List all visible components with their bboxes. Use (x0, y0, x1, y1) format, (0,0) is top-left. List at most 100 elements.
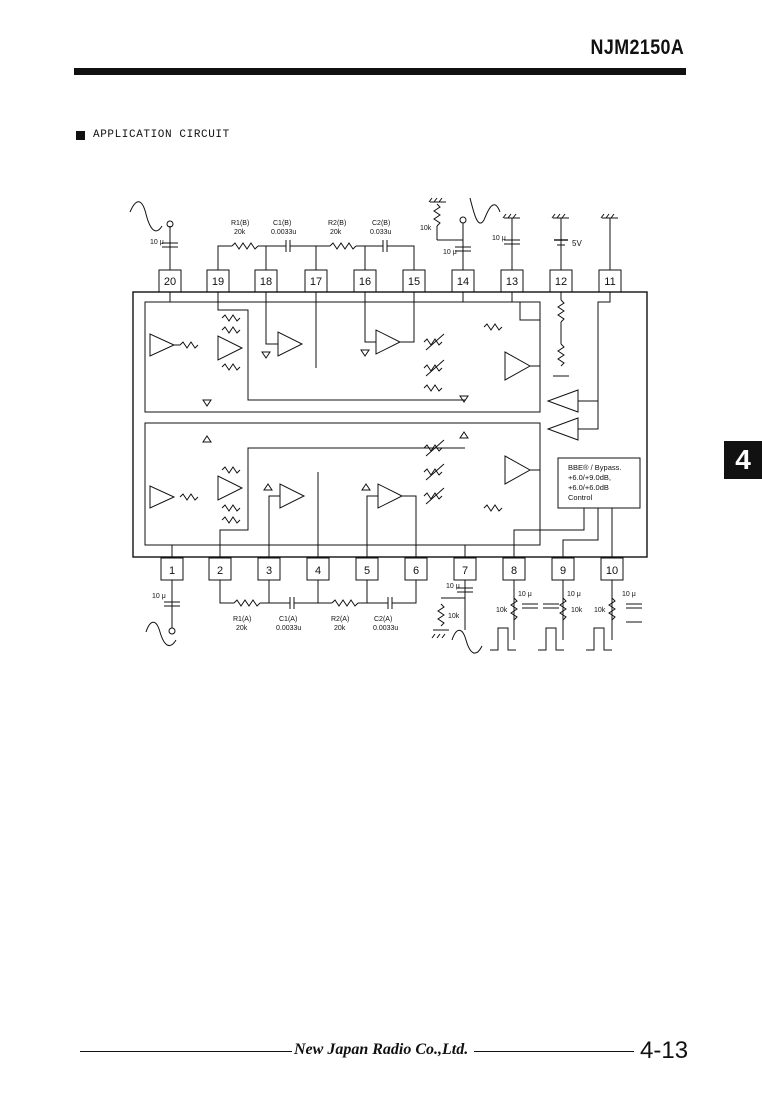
chapter-tab: 4 (724, 441, 762, 479)
input-sine-icon (145, 621, 177, 647)
pin-label: 19 (212, 276, 224, 288)
cap20-label: 10 μ (150, 239, 164, 246)
pin-label: 9 (560, 565, 566, 577)
ground-icon (360, 349, 370, 357)
c2b-label: C2(B) (372, 220, 390, 227)
pot14-resistor (433, 203, 441, 227)
pin-label: 10 (606, 565, 618, 577)
mixer-amp-a (217, 475, 244, 501)
channel-a-internals (145, 431, 541, 558)
r9-label: 10k (571, 607, 583, 614)
pin-label: 11 (604, 276, 615, 288)
cap14-label: 10 μ (443, 249, 457, 256)
channel-b-internals (145, 292, 611, 441)
filter-amp-a1 (279, 483, 306, 509)
supply-label: 5V (572, 239, 582, 248)
bias-resistor (557, 299, 565, 323)
pin-label: 18 (260, 276, 272, 288)
page-number: 4-13 (640, 1037, 689, 1064)
pin-label: 13 (506, 276, 518, 288)
header-rule (74, 68, 686, 75)
r2a-value: 20k (334, 625, 346, 632)
pin-label: 15 (408, 276, 420, 288)
section-heading: APPLICATION CIRCUIT (76, 129, 230, 141)
c1b-value: 0.0033u (271, 229, 296, 236)
output-sine-icon (469, 197, 501, 224)
r8-label: 10k (496, 607, 508, 614)
pin-label: 3 (266, 565, 272, 577)
pin-label: 5 (364, 565, 370, 577)
part-number: NJM2150A (590, 36, 684, 59)
pulse-waveform-icon (586, 627, 612, 651)
top-external-network: 10 μ R1(B) 20k C1(B) 0.0033u R2(B) 20k C… (129, 197, 618, 270)
r1b-label: R1(B) (231, 220, 249, 227)
pin-label: 4 (315, 565, 321, 577)
channel-b-block (144, 301, 541, 413)
comparator-1 (546, 389, 579, 413)
pulse-waveform-icon (490, 627, 516, 651)
pot7-label: 10k (448, 613, 460, 620)
ground-icon (459, 431, 469, 439)
c1a-value: 0.0033u (276, 625, 301, 632)
pin-label: 8 (511, 565, 517, 577)
bullet-square-icon (76, 130, 85, 140)
r1a-label: R1(A) (233, 616, 251, 623)
ground-icon (261, 351, 271, 359)
ground-icon (459, 395, 469, 403)
r2b-label: R2(B) (328, 220, 346, 227)
control-line-1: BBE® / Bypass. (568, 463, 621, 472)
c2b-value: 0.033u (370, 229, 392, 236)
bottom-pin-row: 1 2 3 4 5 6 7 8 9 10 (160, 557, 624, 581)
ground-icon (551, 213, 569, 219)
c2a-value: 0.0033u (373, 625, 398, 632)
r9-resistor (559, 597, 567, 621)
ic-body (132, 291, 648, 558)
bbe-control-block: BBE® / Bypass. +6.0/+9.0dB, +6.0/+6.0dB … (513, 457, 641, 558)
r8-resistor (510, 597, 518, 621)
ground-icon (431, 629, 449, 639)
cap9-label: 10 μ (567, 591, 581, 598)
footer-rule-left (80, 1051, 292, 1052)
control-box (557, 457, 641, 509)
ground-icon (202, 435, 212, 443)
control-line-4: Control (568, 493, 593, 502)
pin-label: 6 (413, 565, 419, 577)
filter-amp-b2 (375, 329, 402, 355)
cap7-label: 10 μ (446, 583, 460, 590)
pot14-label: 10k (420, 225, 432, 232)
pulse-waveform-icon (538, 627, 564, 651)
ground-icon (361, 483, 371, 491)
input-buffer-a (149, 485, 176, 509)
brand-logo: New Japan Radio Co.,Ltd. (294, 1041, 469, 1058)
cap1-label: 10 μ (152, 593, 166, 600)
comparator-2 (546, 417, 579, 441)
r1a-resistor (233, 599, 261, 607)
footer-rule-right (474, 1051, 634, 1052)
control-line-2: +6.0/+9.0dB, (568, 473, 611, 482)
ground-icon (600, 213, 618, 219)
cap8-label: 10 μ (518, 591, 532, 598)
r2b-resistor (329, 242, 357, 250)
r1b-resistor (231, 242, 259, 250)
bottom-external-network: 10 μ R1(A) 20k C1(A) 0.0033u R2(A) 20k C… (145, 580, 642, 654)
pin-label: 17 (310, 276, 322, 288)
pin-label: 14 (457, 276, 469, 288)
output-sine-icon (451, 629, 483, 654)
control-line-3: +6.0/+6.0dB (568, 483, 609, 492)
ground-icon (202, 399, 212, 407)
section-title: APPLICATION CIRCUIT (93, 129, 230, 141)
ground-icon (428, 197, 446, 203)
cap13-label: 10 μ (492, 235, 506, 242)
r10-label: 10k (594, 607, 606, 614)
c2a-label: C2(A) (374, 616, 392, 623)
output-amp-a (504, 455, 532, 485)
r10-resistor (608, 597, 616, 621)
r2b-value: 20k (330, 229, 342, 236)
c1b-label: C1(B) (273, 220, 291, 227)
pin-label: 16 (359, 276, 371, 288)
ground-icon (263, 483, 273, 491)
c1a-label: C1(A) (279, 616, 297, 623)
ground-icon (502, 213, 520, 219)
output-amp-b (504, 351, 532, 381)
